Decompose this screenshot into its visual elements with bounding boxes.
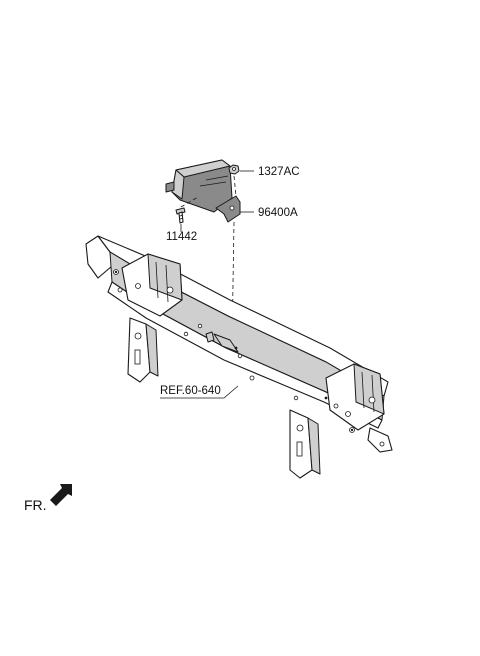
install-line-bolt — [180, 196, 199, 208]
install-line-nut — [233, 175, 237, 197]
bumper-beam-assembly — [85, 235, 393, 479]
callout-nut: 1327AC — [258, 166, 300, 178]
callout-ref: REF.60-640 — [160, 385, 221, 397]
bolt-part — [175, 207, 186, 224]
radar-sensor-module — [165, 159, 241, 223]
front-arrow-icon — [50, 484, 72, 506]
nut-part — [228, 164, 240, 175]
callout-bolt: 11442 — [166, 231, 197, 243]
callout-sensor: 96400A — [258, 207, 298, 219]
front-direction-label: FR. — [24, 497, 47, 513]
leader-ref — [160, 385, 239, 399]
